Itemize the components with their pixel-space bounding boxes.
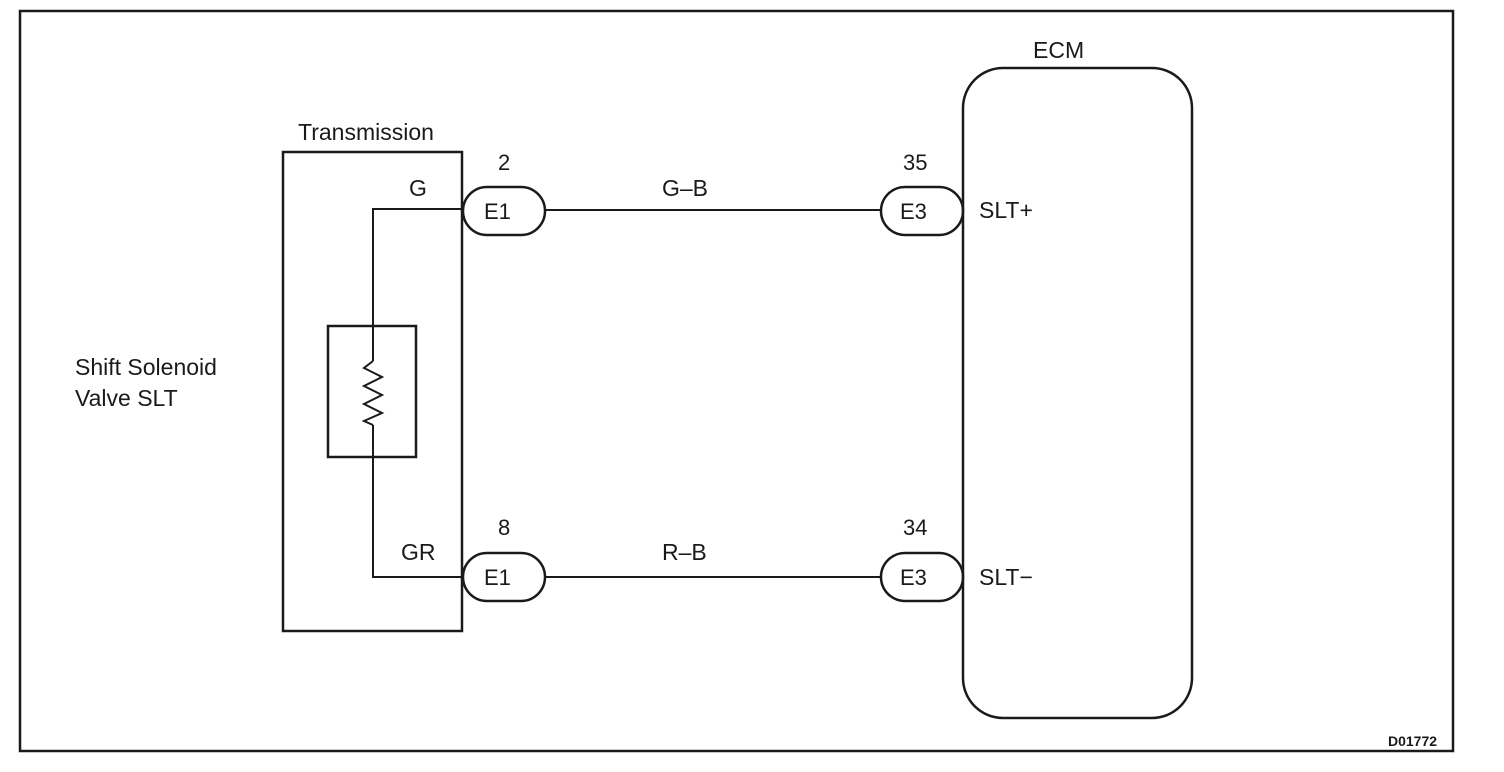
wire-color-bottom: R–B — [662, 539, 707, 565]
terminal-label-g: G — [409, 175, 427, 201]
component-name-line1: Shift Solenoid — [75, 354, 217, 380]
internal-wire-top — [372, 208, 463, 361]
wire-color-top: G–B — [662, 175, 708, 201]
component-name-line2: Valve SLT — [75, 385, 178, 411]
outer-frame — [18, 9, 1455, 753]
solenoid-box — [326, 324, 418, 459]
connector-e1-top — [461, 185, 547, 237]
transmission-label: Transmission — [298, 119, 434, 145]
connector-e1-bottom — [461, 551, 547, 603]
pin-number-8: 8 — [498, 515, 510, 540]
ecm-box — [961, 66, 1194, 720]
connector-e3-bottom-label: E3 — [900, 565, 927, 590]
connector-e1-bottom-label: E1 — [484, 565, 511, 590]
internal-wire-bottom — [372, 425, 463, 578]
transmission-box — [281, 150, 464, 633]
pin-number-35: 35 — [903, 150, 927, 175]
connector-e3-top-label: E3 — [900, 199, 927, 224]
resistor-coil-icon — [361, 360, 385, 426]
ecm-label: ECM — [1033, 37, 1084, 63]
ecm-terminal-slt-plus: SLT+ — [979, 197, 1033, 223]
pin-number-2: 2 — [498, 150, 510, 175]
ecm-terminal-slt-minus: SLT− — [979, 564, 1033, 590]
figure-code: D01772 — [1388, 733, 1437, 749]
terminal-label-gr: GR — [401, 539, 436, 565]
pin-number-34: 34 — [903, 515, 927, 540]
connector-e1-top-label: E1 — [484, 199, 511, 224]
